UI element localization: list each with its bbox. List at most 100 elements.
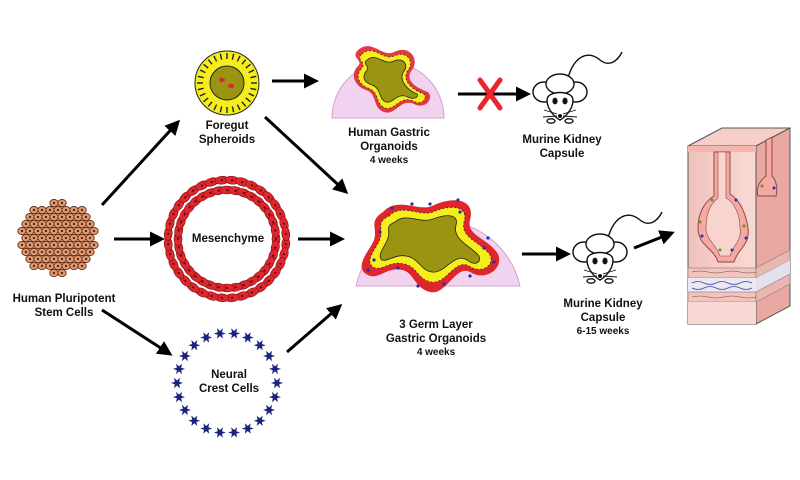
gland-cell-dot [730, 248, 734, 252]
stem-cell-nucleus [24, 236, 28, 240]
mesenchyme-nucleus [259, 286, 262, 289]
foregut-spheroid-icon [194, 50, 260, 116]
mouse-foot [586, 278, 596, 284]
stem-cell-nucleus [28, 257, 32, 261]
stem-cell-nucleus [56, 208, 60, 212]
mesenchyme-nucleus [272, 254, 275, 257]
stem-cell-nucleus [32, 264, 36, 268]
stem-cell-nucleus [40, 208, 44, 212]
mesenchyme-nucleus [177, 246, 180, 249]
mesenchyme-nucleus [267, 196, 270, 199]
hpsc-label-line1: Human Pluripotent [12, 293, 116, 305]
stem-cell-nucleus [72, 264, 76, 268]
mesenchyme-nucleus [217, 286, 220, 289]
mouse-whisker [562, 109, 577, 115]
mesenchyme-nucleus [250, 280, 253, 283]
mesenchyme-nucleus [201, 280, 204, 283]
mouse-icon [572, 211, 663, 284]
foregut-spike [207, 59, 213, 65]
stem-cell-nucleus [32, 208, 36, 212]
neural-dot [428, 202, 432, 206]
arrow-hpsc-to-neural [101, 308, 173, 356]
kidney1-label-line2: Capsule [539, 148, 585, 160]
stem-cell-nucleus [48, 222, 52, 226]
stem-cell-nucleus [20, 243, 24, 247]
foregut-spike [241, 101, 247, 107]
human-gastric-organoid [331, 46, 445, 119]
mesenchyme-nucleus [275, 238, 277, 240]
mouse-eye [592, 257, 598, 265]
stem-cell-nucleus [40, 250, 44, 254]
neural-dot [492, 260, 496, 264]
mesenchyme-nucleus [220, 179, 223, 182]
mouse-body [545, 73, 575, 95]
mesenchyme-nucleus [250, 291, 253, 294]
stem-cell-nucleus [20, 229, 24, 233]
gland-cell-dot [772, 186, 776, 190]
mesenchyme-nucleus [284, 243, 287, 246]
mouse-tail [607, 211, 663, 239]
stem-cell-nucleus [60, 229, 64, 233]
foregut-spike [219, 106, 223, 113]
foregut-spike [245, 63, 251, 69]
mesenchyme-nucleus [231, 179, 234, 182]
stem-cell-nucleus [40, 236, 44, 240]
foregut-spike [213, 55, 218, 62]
stem-cell-nucleus [72, 222, 76, 226]
mouse-eye [552, 97, 558, 105]
mouse-nose [558, 114, 562, 118]
arrow-neural-to-germ [286, 304, 343, 354]
foregut-spike [207, 101, 213, 107]
mouse-tail [567, 51, 623, 79]
neural-dot [396, 266, 400, 270]
mesenchyme-nucleus [250, 195, 253, 198]
stem-cell-nucleus [48, 264, 52, 268]
gland-cell-dot [734, 198, 738, 202]
mesenchyme-nucleus [226, 189, 228, 191]
kidney2-label-time: 6-15 weeks [576, 326, 630, 337]
stem-cell-nucleus [80, 250, 84, 254]
cross-icon [477, 77, 503, 111]
mesenchyme-nucleus [250, 184, 253, 187]
mouse-whisker [583, 269, 598, 275]
neural-crest-cell [228, 427, 241, 438]
neural-dot [442, 282, 446, 286]
stem-cell-nucleus [52, 243, 56, 247]
stem-cell-nucleus [56, 250, 60, 254]
mesenchyme-nucleus [268, 262, 271, 265]
stem-cell-nucleus [52, 201, 56, 205]
stem-cell-nucleus [60, 243, 64, 247]
stem-cell-nucleus [60, 257, 64, 261]
mesenchyme-nucleus [201, 184, 204, 187]
stem-cell-nucleus [56, 222, 60, 226]
mesenchyme-nucleus [177, 271, 180, 274]
foregut-spike [203, 97, 209, 103]
neural-crest-label-line1: Neural [211, 369, 247, 381]
mouse-whisker [562, 115, 578, 118]
foregut-spike [231, 53, 235, 60]
stem-cell-nucleus [88, 250, 92, 254]
neural-crest-cell [213, 427, 226, 438]
foregut-spike [245, 97, 251, 103]
mesenchyme-nucleus [179, 254, 182, 257]
neural-dot [482, 246, 486, 250]
mesenchyme-nucleus [172, 213, 175, 216]
neural-crest-cell [188, 415, 201, 426]
mesenchyme-nucleus [169, 222, 172, 225]
stem-cell-nucleus [88, 222, 92, 226]
stem-cell-nucleus [64, 236, 68, 240]
stem-cell-nucleus [52, 229, 56, 233]
hpsc-label-line2: Stem Cells [34, 307, 94, 319]
mesenchyme-nucleus [220, 296, 223, 299]
mesenchyme-nucleus [268, 213, 271, 216]
stem-cell-nucleus [44, 229, 48, 233]
stem-cell-nucleus [52, 215, 56, 219]
foregut-label: Foregut Spheroids [184, 119, 270, 147]
stem-cell-nucleus [52, 257, 56, 261]
neural-crest-cell [213, 328, 226, 339]
foregut-spike [213, 104, 218, 111]
stem-cell-nucleus [28, 243, 32, 247]
stem-cell-nucleus [72, 250, 76, 254]
foregut-spike [203, 63, 209, 69]
mesenchyme-nucleus [234, 189, 237, 192]
